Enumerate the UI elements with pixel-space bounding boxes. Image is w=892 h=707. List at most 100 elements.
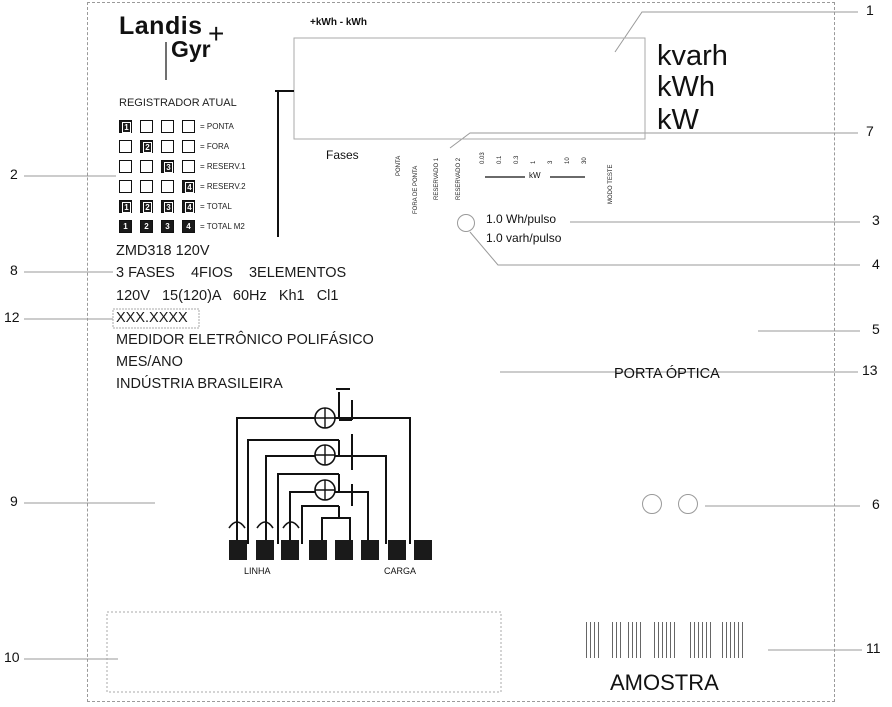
terminal-7 <box>388 540 406 560</box>
rate-label-fora: FORA DE PONTA <box>413 165 419 214</box>
date-text: MES/ANO <box>116 354 183 370</box>
barcode-bar <box>612 622 613 658</box>
coil-crosses <box>315 408 335 500</box>
brand-line1: Landis <box>119 12 203 40</box>
callout-9: 9 <box>10 493 18 509</box>
barcode-bar <box>702 622 703 658</box>
scale-tick-2: 0.1 <box>497 155 503 164</box>
barcode-bar <box>654 622 655 658</box>
register-cell: 3 <box>161 220 174 233</box>
terminal-2 <box>256 540 274 560</box>
origin-text: INDÚSTRIA BRASILEIRA <box>116 376 283 392</box>
barcode-bar <box>590 622 591 658</box>
brand-plus-icon: + <box>208 18 225 49</box>
meter-nameplate <box>87 2 835 702</box>
register-cell-number: 3 <box>165 222 170 231</box>
load-label: CARGA <box>384 566 417 576</box>
register-cell-number: 2 <box>143 142 152 153</box>
register-cell-number: 1 <box>122 122 131 133</box>
register-cell <box>140 180 153 193</box>
ratings-text: 120V 15(120)A 60Hz Kh1 Cl1 <box>116 288 339 304</box>
barcode-bar <box>734 622 735 658</box>
callout-6: 6 <box>872 496 880 512</box>
blank-area <box>106 611 502 693</box>
register-cell-number: 3 <box>164 202 173 213</box>
terminal-8 <box>414 540 432 560</box>
pulse-wh: 1.0 Wh/pulso <box>486 212 557 226</box>
scale-tick-7: 30 <box>582 157 588 164</box>
register-cell: 1 <box>119 200 132 213</box>
line-label: LINHA <box>244 566 271 576</box>
rate-label-res2: RESERVADO 2 <box>456 157 462 200</box>
barcode-bar <box>690 622 691 658</box>
barcode-bar <box>710 622 711 658</box>
barcode-bar <box>594 622 595 658</box>
barcode-bar <box>632 622 633 658</box>
register-cell <box>119 140 132 153</box>
register-row-label: = RESERV.1 <box>200 162 246 171</box>
leader-4 <box>469 231 860 266</box>
kw-scale-label: kW <box>529 171 541 180</box>
callout-2: 2 <box>10 166 18 182</box>
serial-text: XXX.XXXX <box>116 310 188 326</box>
register-cell-number: 4 <box>185 202 194 213</box>
unit-kw: kW <box>657 104 699 136</box>
brand-line2: Gyr <box>171 36 211 62</box>
barcode-bar <box>586 622 587 658</box>
register-row-label: = RESERV.2 <box>200 182 246 191</box>
barcode-bar <box>722 622 723 658</box>
register-cell-number: 2 <box>143 202 152 213</box>
barcode-bar <box>726 622 727 658</box>
register-row-label: = PONTA <box>200 122 234 131</box>
barcode-bar <box>698 622 699 658</box>
barcode-bar <box>636 622 637 658</box>
register-row-label: = TOTAL M2 <box>200 222 245 231</box>
register-cell: 2 <box>140 220 153 233</box>
register-cell-number: 1 <box>123 222 128 231</box>
unit-kwh: kWh <box>657 71 715 103</box>
barcode-bar <box>598 622 599 658</box>
register-cell-number: 4 <box>186 222 191 231</box>
register-cell <box>182 120 195 133</box>
scale-tick-1: 0.03 <box>480 152 486 164</box>
model-text: ZMD318 120V <box>116 243 210 259</box>
led-left <box>642 494 662 514</box>
terminal-6 <box>361 540 379 560</box>
callout-3: 3 <box>872 212 880 228</box>
mode-label: MODO TESTE <box>608 164 614 204</box>
pulse-led <box>457 214 475 232</box>
barcode-bar <box>674 622 675 658</box>
register-title: REGISTRADOR ATUAL <box>119 97 237 109</box>
scale-tick-6: 10 <box>565 157 571 164</box>
fases-label: Fases <box>326 148 359 162</box>
terminal-1 <box>229 540 247 560</box>
callout-12: 12 <box>4 309 20 325</box>
barcode-bar <box>738 622 739 658</box>
energy-direction: +kWh - kWh <box>310 17 367 28</box>
barcode-bar <box>730 622 731 658</box>
pulse-varh: 1.0 varh/pulso <box>486 231 562 245</box>
unit-kvarh: kvarh <box>657 40 728 72</box>
barcode-bar <box>658 622 659 658</box>
barcode-bar <box>670 622 671 658</box>
terminal-3 <box>281 540 299 560</box>
terminal-4 <box>309 540 327 560</box>
callout-11: 11 <box>866 640 881 656</box>
register-cell: 2 <box>140 200 153 213</box>
serial-box <box>112 308 200 329</box>
register-cell: 3 <box>161 160 174 173</box>
scale-tick-5: 3 <box>548 160 554 164</box>
barcode-bar <box>662 622 663 658</box>
register-cell-number: 3 <box>164 162 173 173</box>
register-cell: 4 <box>182 220 195 233</box>
register-row-label: = FORA <box>200 142 230 151</box>
barcode-bar <box>628 622 629 658</box>
register-cell <box>161 180 174 193</box>
callout-10: 10 <box>4 649 20 665</box>
register-cell <box>161 120 174 133</box>
optical-port-label: PORTA ÓPTICA <box>614 366 720 382</box>
barcode-bar <box>640 622 641 658</box>
barcode-bar <box>616 622 617 658</box>
register-cell: 3 <box>161 200 174 213</box>
